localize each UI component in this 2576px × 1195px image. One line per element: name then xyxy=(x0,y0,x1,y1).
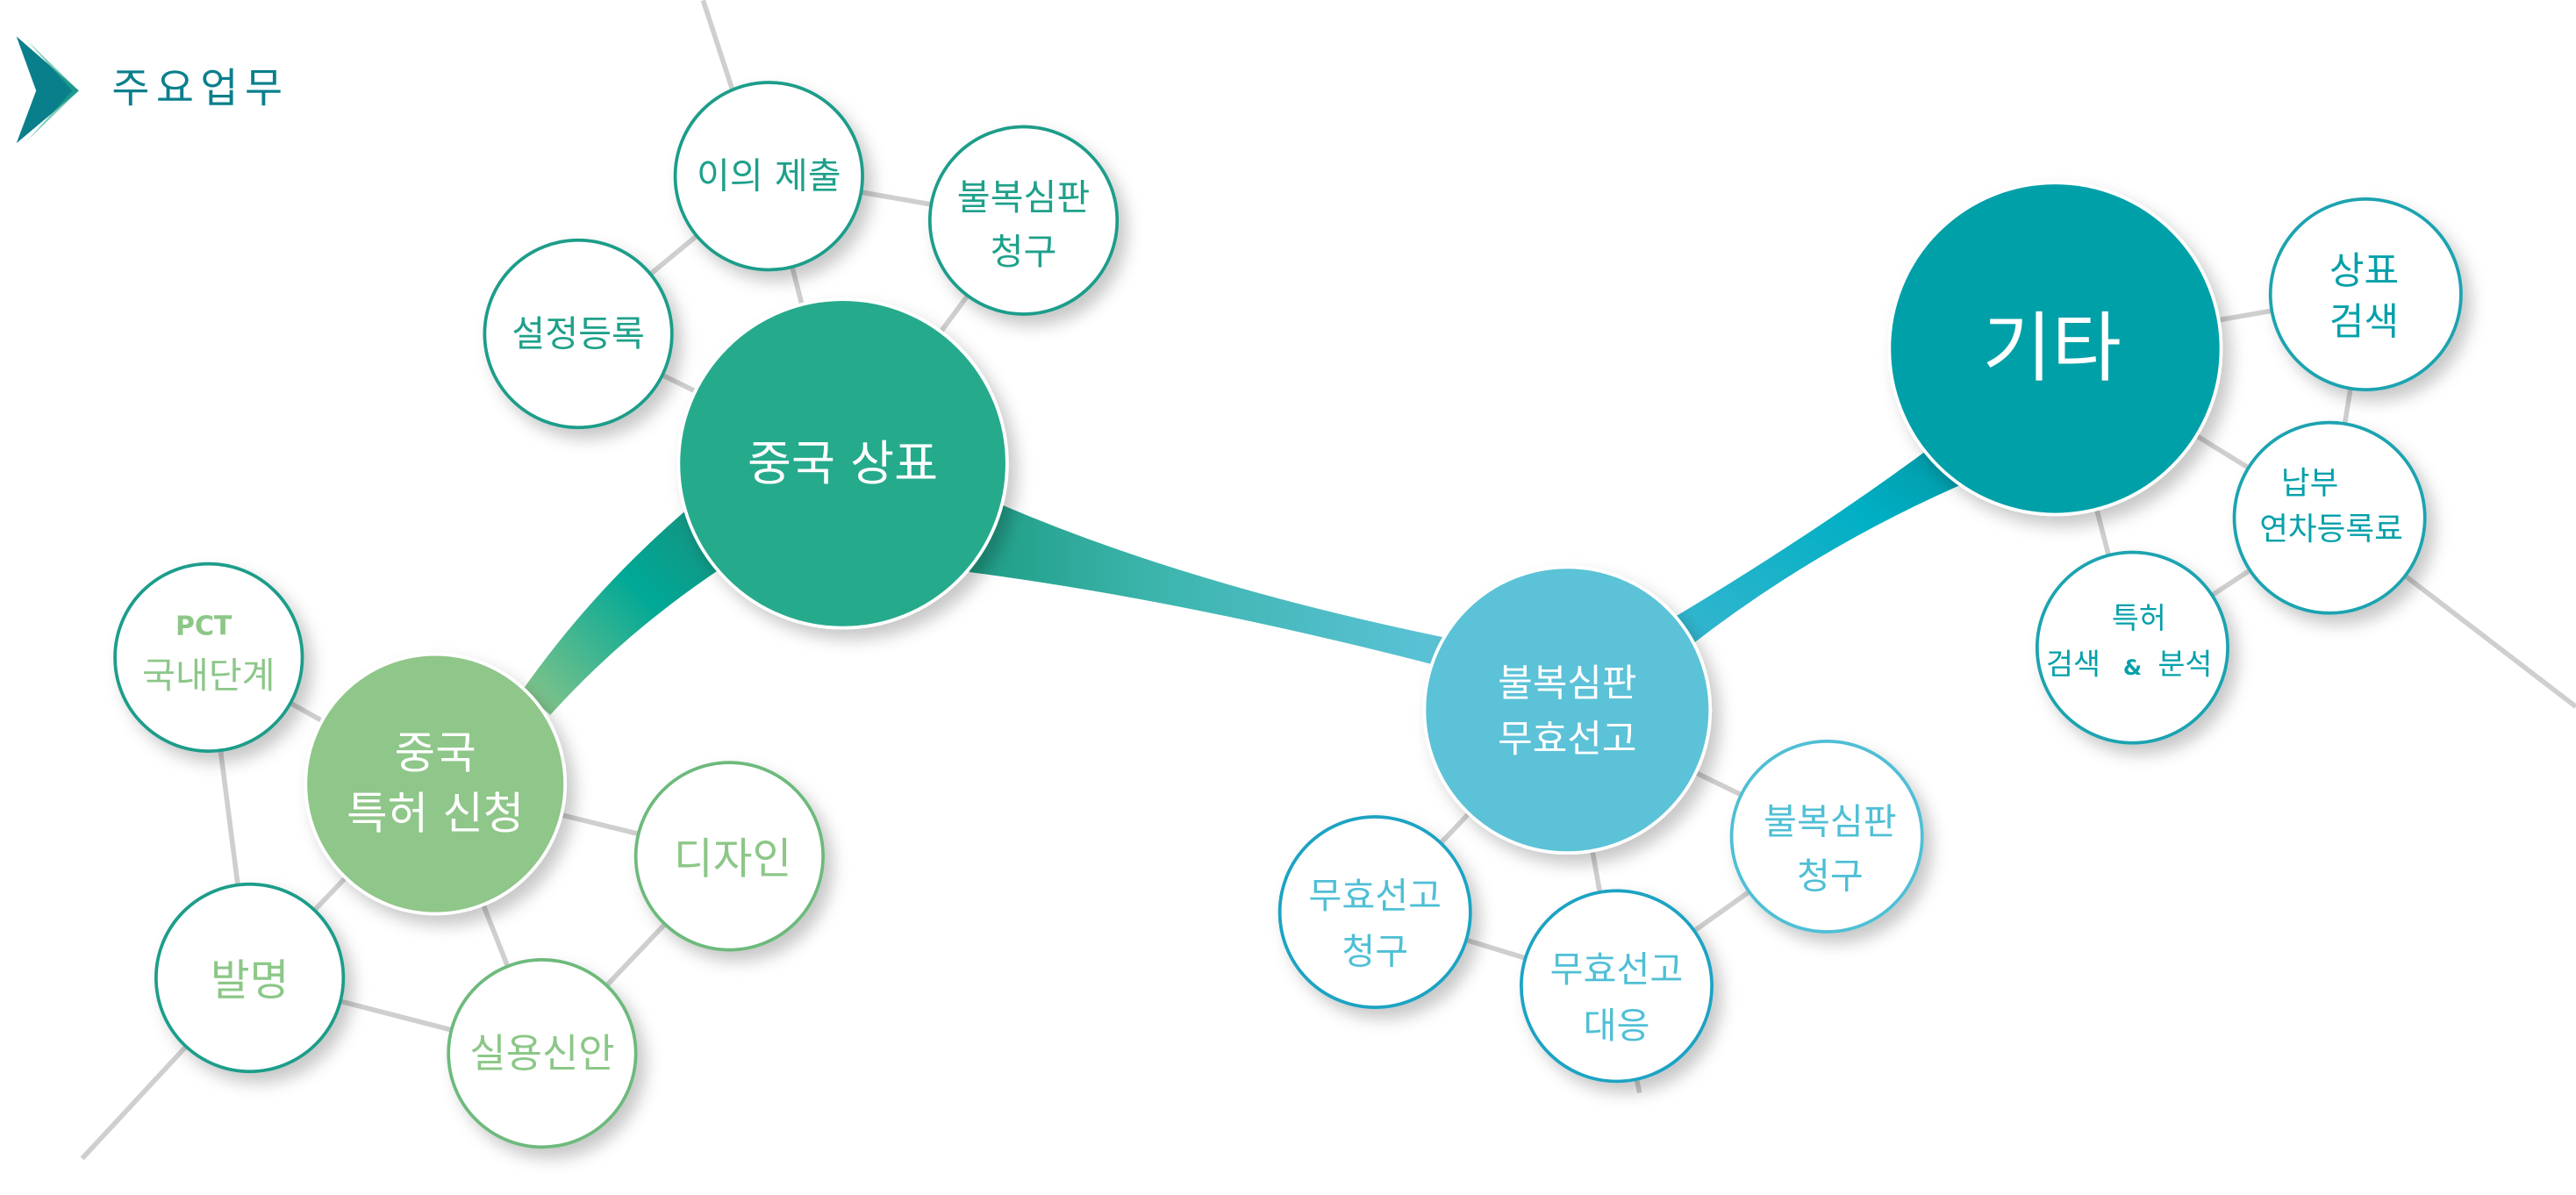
node-appeal-invalidation[interactable]: 불복심판 무효선고 xyxy=(1422,565,1713,855)
header: 주요업무 xyxy=(16,36,289,144)
node-registration[interactable]: 설정등록 xyxy=(483,238,674,430)
branch-patent-trademark xyxy=(522,509,723,715)
node-label: 특허 신청 xyxy=(347,788,524,840)
node-label: & xyxy=(2123,655,2142,680)
branch-trademark-appeal xyxy=(969,501,1446,666)
node-label: 불복심판 xyxy=(1498,662,1636,705)
node-label: 발명 xyxy=(211,956,290,1005)
node-objection[interactable]: 이의 제출 xyxy=(673,81,864,272)
node-label: 디자인 xyxy=(674,835,791,884)
node-label: 상표 xyxy=(2329,249,2399,293)
node-label: 불복심판 xyxy=(1764,801,1897,843)
node-invalidation-response[interactable]: 무효선고 대응 xyxy=(1520,889,1714,1084)
node-label: 연차등록료 xyxy=(2259,512,2403,547)
node-trademark-search[interactable]: 상표 검색 xyxy=(2268,197,2463,392)
node-label: 기타 xyxy=(1982,304,2121,392)
node-label: 이의 제출 xyxy=(697,155,841,197)
node-label: 검색 xyxy=(2046,647,2100,681)
node-label: 납부 xyxy=(2281,465,2338,501)
node-other[interactable]: 기타 xyxy=(1887,181,2223,517)
node-label: PCT xyxy=(175,611,233,641)
node-pct[interactable]: PCT 국내단계 xyxy=(113,562,304,753)
node-label: 무효선고 xyxy=(1550,948,1684,991)
node-label: 무효선고 xyxy=(1498,718,1636,762)
branch-appeal-other xyxy=(1675,419,1980,645)
node-invention[interactable]: 발명 xyxy=(154,882,346,1074)
node-invalidation-request[interactable]: 무효선고 청구 xyxy=(1277,815,1472,1010)
node-label: 중국 상표 xyxy=(748,436,938,491)
node-label: 분석 xyxy=(2157,647,2212,681)
node-utility-model[interactable]: 실용신안 xyxy=(447,958,638,1149)
node-label: 대응 xyxy=(1584,1005,1650,1047)
node-label: 청구 xyxy=(1797,855,1864,897)
node-label: 특허 xyxy=(2112,601,2166,635)
node-label: 국내단계 xyxy=(142,655,275,697)
node-appeal-request[interactable]: 불복심판 청구 xyxy=(1729,739,1924,934)
header-title: 주요업무 xyxy=(111,65,289,112)
node-annuity-payment[interactable]: 납부 연차등록료 xyxy=(2232,420,2427,615)
node-label: 중국 xyxy=(395,726,476,778)
node-label: 청구 xyxy=(991,231,1057,273)
node-label: 불복심판 xyxy=(957,176,1091,218)
node-china-patent[interactable]: 중국 특허 신청 xyxy=(304,652,567,916)
node-label: 무효선고 xyxy=(1308,875,1442,917)
node-label: 청구 xyxy=(1342,931,1408,973)
node-label: 실용신안 xyxy=(469,1030,614,1077)
node-tm-appeal-request[interactable]: 불복심판 청구 xyxy=(927,125,1120,316)
node-design[interactable]: 디자인 xyxy=(633,761,825,952)
node-patent-search-analysis[interactable]: 특허 검색 & 분석 xyxy=(2035,550,2229,745)
node-label: 설정등록 xyxy=(512,312,645,354)
chevron-right-icon xyxy=(16,36,79,144)
node-china-trademark[interactable]: 중국 상표 xyxy=(676,297,1009,630)
node-label: 검색 xyxy=(2329,300,2399,344)
